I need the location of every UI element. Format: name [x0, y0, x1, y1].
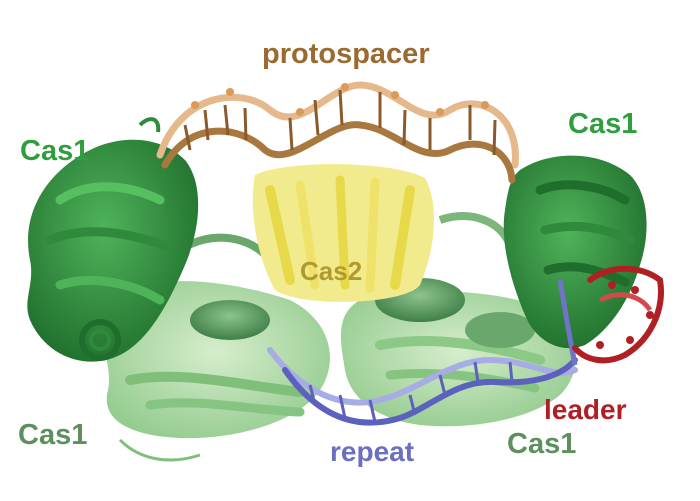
protospacer-dna: [156, 81, 519, 184]
cas1-bottom-right-label: Cas1: [507, 428, 577, 460]
cas1-bottom-left-domain: [101, 281, 330, 462]
leader-dna: [572, 265, 664, 364]
leader-label: leader: [544, 394, 627, 425]
cas1-top-left-domain: [27, 117, 199, 362]
cas1-top-right-label: Cas1: [568, 108, 638, 140]
cas1-top-right-domain: [503, 155, 647, 349]
repeat-label: repeat: [330, 436, 415, 467]
cas2-label: Cas2: [300, 256, 363, 286]
protospacer-label: protospacer: [262, 38, 430, 70]
repeat-dna: [267, 279, 578, 426]
cas1-bottom-left-label: Cas1: [18, 419, 88, 451]
cas2-domain: [252, 164, 435, 302]
cas1-top-left-label: Cas1: [20, 135, 90, 167]
